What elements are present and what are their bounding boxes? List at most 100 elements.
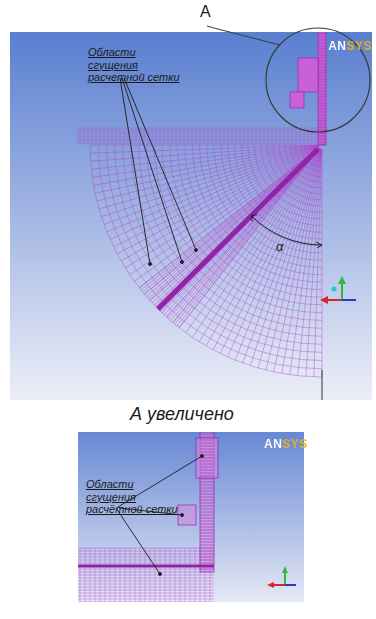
mesh-line [200, 527, 214, 528]
mesh-line [135, 548, 136, 602]
mesh-line [76, 141, 322, 142]
mesh-line [140, 128, 141, 145]
mesh-line [80, 548, 81, 602]
mesh-line [318, 61, 326, 62]
mesh-line [200, 461, 214, 462]
mesh-line [318, 127, 326, 128]
mesh-line [200, 524, 214, 525]
mesh-line [252, 128, 253, 145]
mesh-line [200, 440, 214, 441]
mesh-line [78, 569, 214, 570]
mesh-line [318, 37, 326, 38]
mesh-line [200, 521, 214, 522]
mesh-line [172, 128, 173, 145]
mesh-line [318, 103, 326, 104]
axis-line [322, 370, 323, 400]
mesh-line [76, 143, 322, 144]
mesh-line [145, 548, 146, 602]
mesh-line [232, 128, 233, 145]
angle-arrow [316, 242, 322, 248]
mesh-line [76, 132, 322, 133]
mesh-line [318, 112, 326, 113]
mesh-line [200, 551, 214, 552]
mesh-line [266, 149, 321, 370]
mesh-line [90, 145, 322, 377]
mesh-line [212, 128, 213, 145]
mesh-line [76, 139, 322, 140]
dense-band [78, 565, 214, 568]
mesh-line [85, 548, 86, 602]
mesh-line [192, 128, 193, 145]
mesh-line [228, 128, 229, 145]
mesh-line [318, 142, 326, 143]
mesh-line [152, 128, 153, 145]
mesh-line [318, 109, 326, 110]
mesh-line [300, 128, 301, 145]
mesh-line [175, 548, 176, 602]
mesh-line [200, 449, 214, 450]
mesh-line [200, 512, 214, 513]
mesh-line [318, 121, 326, 122]
mesh-line [312, 128, 313, 145]
mesh-line [80, 128, 81, 145]
mesh-line [200, 557, 214, 558]
mesh-line [318, 70, 326, 71]
mesh-line [78, 551, 214, 552]
mesh-line [76, 136, 322, 137]
mesh-line [144, 128, 145, 145]
mesh-line [78, 572, 214, 573]
mesh-line [200, 482, 214, 483]
mesh-line [318, 58, 326, 59]
mesh-line [160, 128, 161, 145]
mesh-line [78, 581, 214, 582]
mesh-line [185, 548, 186, 602]
mesh-line [200, 434, 214, 435]
callout-label: Области сгущения расчётной сетки [86, 478, 182, 516]
axis-triad [267, 566, 296, 588]
mesh-line [322, 149, 323, 377]
mesh-line [318, 55, 326, 56]
mesh-line [105, 548, 106, 602]
mesh-line [158, 148, 319, 309]
dense-region [298, 58, 318, 92]
mesh-top [76, 32, 326, 377]
mesh-line [200, 518, 214, 519]
zoom-ground [78, 432, 304, 602]
mesh-line [318, 34, 326, 35]
mesh-line [125, 548, 126, 602]
mesh-line [115, 145, 322, 352]
mesh-line [316, 128, 317, 145]
mesh-line [200, 479, 214, 480]
mesh-line [92, 128, 93, 145]
mesh-line [318, 133, 326, 134]
mesh-line [195, 548, 196, 602]
angle-arc [251, 216, 322, 245]
mesh-line [179, 148, 319, 328]
mesh-line [120, 128, 121, 145]
mesh-line [154, 145, 322, 313]
mesh-line [200, 500, 214, 501]
mesh-line [136, 128, 137, 145]
mesh-line [200, 473, 214, 474]
mesh-line [256, 128, 257, 145]
mesh-line [160, 548, 161, 602]
mesh-line [96, 128, 97, 145]
mesh-line [318, 43, 326, 44]
mesh-line [78, 575, 214, 576]
mesh-line [196, 128, 197, 145]
mesh-line [200, 485, 214, 486]
mesh-line [318, 100, 326, 101]
mesh-line [100, 548, 101, 602]
mesh-line [318, 97, 326, 98]
mesh-line [200, 569, 214, 570]
mesh-line [88, 128, 89, 145]
mesh-line [155, 548, 156, 602]
mesh-line [318, 79, 326, 80]
mesh-line [98, 145, 322, 369]
mesh-line [92, 146, 318, 178]
mesh-line [78, 578, 214, 579]
mesh-line [318, 115, 326, 116]
mesh-line [200, 548, 214, 549]
mesh-line [176, 128, 177, 145]
